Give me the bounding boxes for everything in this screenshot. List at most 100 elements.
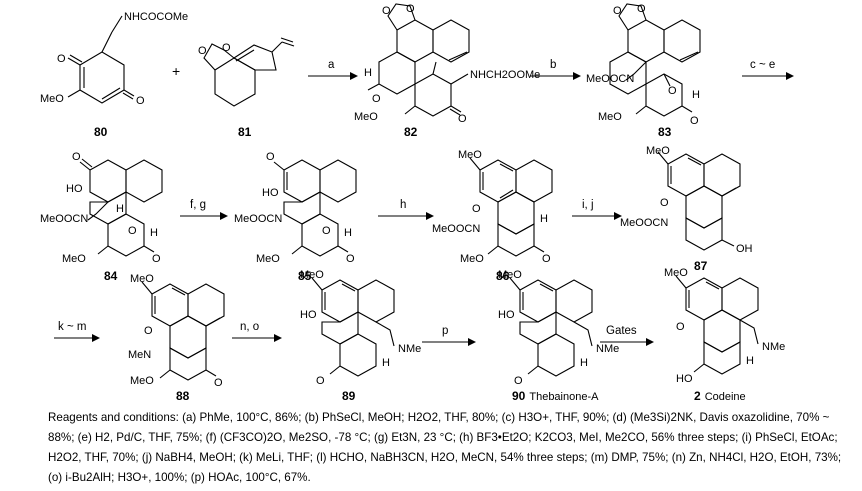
label-82-o1: O xyxy=(382,5,391,17)
compound-number-2: 2 xyxy=(694,389,701,400)
label-85-meo: MeO xyxy=(256,253,280,265)
compound-81: O O 81 xyxy=(198,37,295,139)
label-82-amide: NHCH2OOMe xyxy=(470,69,540,81)
caption-text: BF3•Et2O; K2CO3, MeI, Me2CO, 56% three s… xyxy=(473,431,742,444)
caption-lead: Reagents and conditions: xyxy=(48,411,183,424)
label-86-o2: O xyxy=(542,253,551,265)
compound-name-90: Thebainone-A xyxy=(529,391,599,400)
label-87-oh: OH xyxy=(736,243,753,255)
caption-items: (a) PhMe, 100°C, 86%; (b) PhSeCl, MeOH; … xyxy=(48,411,841,484)
label-85-o3: O xyxy=(346,253,355,265)
label-84-o3: O xyxy=(152,253,161,265)
caption-key: (n) xyxy=(671,451,686,464)
compound-86: MeO O MeOOCN H MeO O 86 xyxy=(432,149,553,283)
reagents-and-conditions: Reagents and conditions: (a) PhMe, 100°C… xyxy=(48,408,848,488)
arrow-label-i-j: i, j xyxy=(582,199,594,211)
label-80-o1: O xyxy=(57,53,66,65)
compound-number-80: 80 xyxy=(94,125,108,139)
label-84-meo: MeO xyxy=(62,253,86,265)
caption-key: (g) xyxy=(373,431,389,444)
arrow-label-gates: Gates xyxy=(606,325,637,337)
label-87-meo: MeO xyxy=(646,145,670,157)
label-2-ho: HO xyxy=(676,373,693,385)
reaction-arrow-a: a xyxy=(308,59,358,80)
reaction-arrow-f-g: f, g xyxy=(180,199,228,220)
label-82-meo: MeO xyxy=(354,111,378,123)
label-2-o: O xyxy=(676,321,685,333)
label-83-o4: O xyxy=(690,115,699,127)
reaction-arrow-n-o: n, o xyxy=(232,321,282,342)
label-2-h: H xyxy=(746,355,754,367)
plus-sign: + xyxy=(172,63,180,79)
arrow-label-b: b xyxy=(550,59,556,71)
caption-key: (l) xyxy=(316,451,327,464)
label-80-o2: O xyxy=(136,95,145,107)
compound-2-codeine: MeO O NMe H HO xyxy=(664,267,785,385)
reaction-arrow-b: b xyxy=(530,59,581,80)
label-89-meo: MeO xyxy=(300,269,324,281)
label-90-nme: NMe xyxy=(596,343,619,355)
label-83-o3: O xyxy=(668,85,677,97)
label-85-h: H xyxy=(344,227,352,239)
label-90-ho: HO xyxy=(498,309,515,321)
label-84-o1: O xyxy=(72,151,81,163)
compound-number-86: 86 xyxy=(496,269,510,283)
label-86-meo1: MeO xyxy=(458,149,482,161)
label-86-o1: O xyxy=(472,203,481,215)
label-85-o1: O xyxy=(266,151,275,163)
reaction-arrow-i-j: i, j xyxy=(572,199,622,220)
label-86-meo2: MeO xyxy=(460,253,484,265)
label-83-o2: O xyxy=(637,3,646,15)
compound-83: O O MeOOCN O H MeO O 83 xyxy=(586,3,701,139)
label-83-o1: O xyxy=(613,5,622,17)
caption-text: H3O+, THF, 90%; xyxy=(515,411,613,424)
compound-80: NHCOCOMe O MeO O 80 xyxy=(40,11,188,139)
caption-text: (Me3Si)2NK, Davis oxazolidine, 70% ~ 88%… xyxy=(48,411,830,444)
label-82-o3: O xyxy=(372,93,381,105)
compound-number-81: 81 xyxy=(238,125,252,139)
compound-number-88-row3: 88 xyxy=(176,389,190,400)
reaction-arrow-c-e: c ~ e xyxy=(742,59,794,80)
label-2-nme: NMe xyxy=(762,341,785,353)
compound-number-82: 82 xyxy=(404,125,418,139)
caption-key: (e) xyxy=(77,431,92,444)
caption-key: (o) xyxy=(48,471,63,484)
compound-88: MeO O MeN MeO O 88 xyxy=(128,273,225,389)
compound-name-2: Codeine xyxy=(705,391,746,400)
label-83-h: H xyxy=(692,89,700,101)
caption-key: (k) xyxy=(239,451,253,464)
arrow-label-a: a xyxy=(328,59,335,71)
caption-key: (d) xyxy=(612,411,627,424)
caption-text: PhSeCl, EtOAc; H2O2, THF, 70%; xyxy=(48,431,838,464)
compound-85: O HO MeOOCN O H MeO O 85 xyxy=(234,151,357,283)
label-85-ho: HO xyxy=(262,187,279,199)
caption-text: HCHO, NaBH3CN, H2O, MeCN, 54% three step… xyxy=(326,451,591,464)
caption-text: (CF3CO)2O, Me2SO, -78 °C; xyxy=(216,431,374,444)
label-90-h: H xyxy=(580,357,588,369)
caption-key: (p) xyxy=(190,471,205,484)
label-83-meo: MeO xyxy=(598,111,622,123)
caption-text: H2, Pd/C, THF, 75%; xyxy=(91,431,206,444)
label-88-meo2: MeO xyxy=(130,375,154,387)
label-87-carbamate: MeOOCN xyxy=(620,217,668,229)
compound-number-83: 83 xyxy=(658,125,672,139)
caption-text: Et3N, 23 °C; xyxy=(388,431,460,444)
label-2-meo: MeO xyxy=(664,267,688,279)
compound-number-90: 90 xyxy=(512,389,526,400)
label-84-o2: O xyxy=(128,225,137,237)
arrow-label-k-m: k ~ m xyxy=(58,321,86,333)
label-83-carbamate: MeOOCN xyxy=(586,73,634,85)
caption-key: (j) xyxy=(141,451,153,464)
label-88-o2: O xyxy=(214,377,223,389)
caption-key: (m) xyxy=(590,451,609,464)
label-89-h: H xyxy=(382,357,390,369)
compound-84: O HO H MeOOCN O H MeO O 84 xyxy=(40,151,163,283)
arrow-label-n-o: n, o xyxy=(240,321,259,333)
compound-number-89-row3: 89 xyxy=(342,389,356,400)
label-82-o2: O xyxy=(406,3,415,15)
caption-text: HOAc, 100°C, 67%. xyxy=(204,471,311,484)
label-85-carbamate: MeOOCN xyxy=(234,213,282,225)
label-82-h: H xyxy=(364,67,372,79)
label-86-carbamate: MeOOCN xyxy=(432,223,480,235)
label-89-nme: NMe xyxy=(398,343,421,355)
